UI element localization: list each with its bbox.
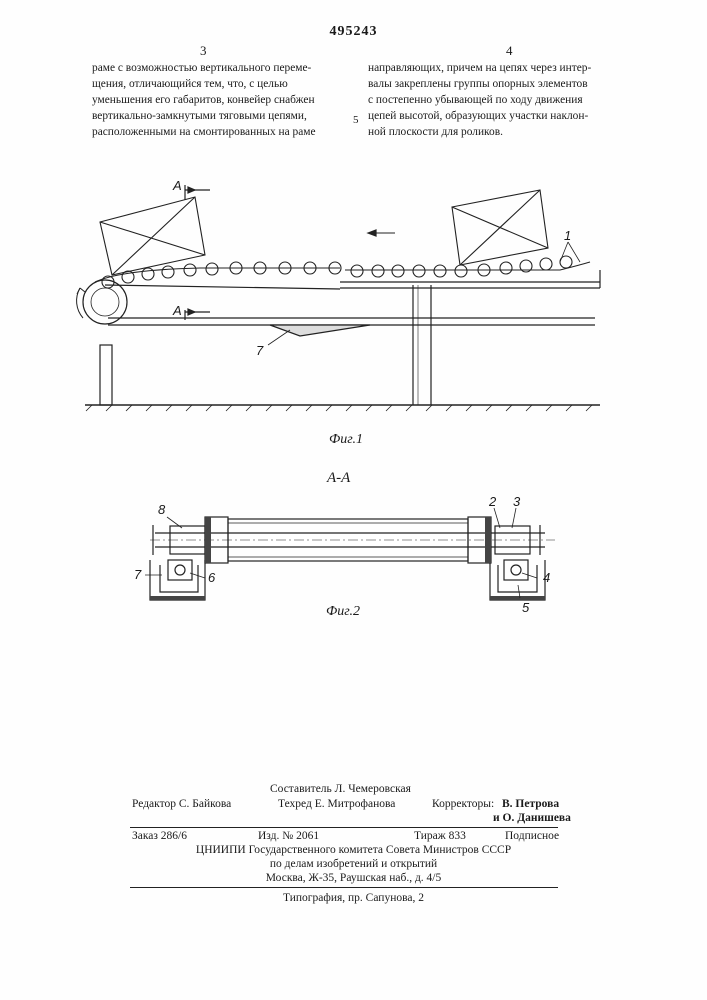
corrector-2: и О. Данишева [493,811,571,826]
callout-2: 2 [489,494,496,509]
corrector-1: В. Петрова [502,797,559,812]
techred-credit: Техред Е. Митрофанова [278,797,395,812]
callout-4: 4 [543,570,550,585]
callout-3: 3 [513,494,520,509]
compiler-credit: Составитель Л. Чемеровская [270,782,411,797]
divider-top [130,827,558,828]
figure-2-caption: Фиг.2 [326,604,360,620]
order-number: Заказ 286/6 [132,829,187,844]
edition-number: Изд. № 2061 [258,829,319,844]
correctors-label: Корректоры: [432,797,494,812]
callout-7: 7 [134,567,141,582]
subscription-note: Подписное [505,829,559,844]
address-line: Москва, Ж-35, Раушская наб., д. 4/5 [0,871,707,886]
organization-line-2: по делам изобретений и открытий [0,857,707,872]
organization-line-1: ЦНИИПИ Государственного комитета Совета … [0,843,707,858]
callout-5: 5 [522,600,529,615]
figure-2-section-title: А-А [327,470,350,487]
divider-bottom [130,887,558,888]
callout-8: 8 [158,502,165,517]
print-run: Тираж 833 [414,829,466,844]
printer-line: Типография, пр. Сапунова, 2 [0,891,707,906]
callout-6: 6 [208,570,215,585]
editor-credit: Редактор С. Байкова [132,797,231,812]
